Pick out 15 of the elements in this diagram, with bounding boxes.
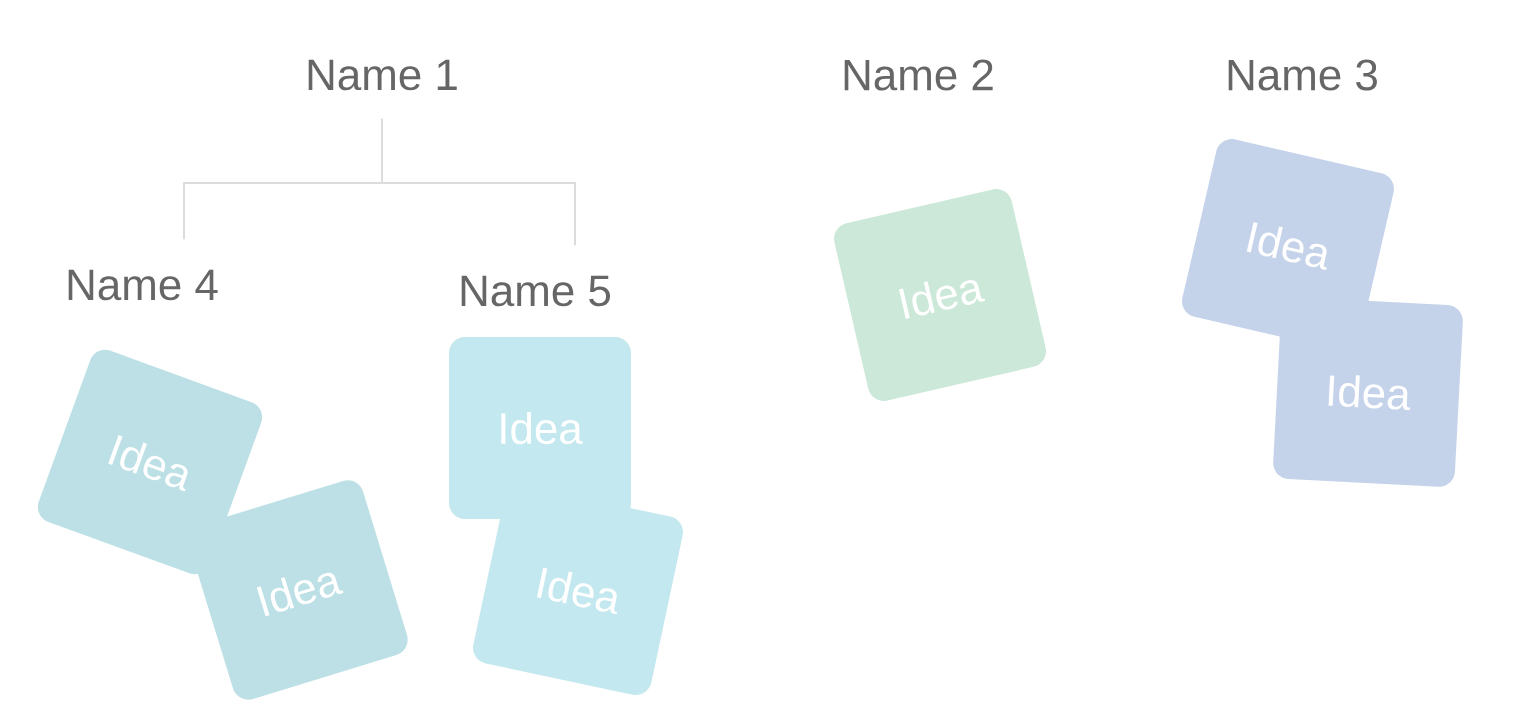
node-label: Idea <box>1328 375 1411 411</box>
connector-line <box>381 117 576 247</box>
name-label: Name 5 <box>461 275 611 307</box>
name-label: Name 1 <box>308 59 457 91</box>
name-label: Name 4 <box>68 269 218 301</box>
idea-card: Idea <box>1273 297 1463 487</box>
name-label: Name 2 <box>844 59 993 91</box>
name-label: Name 3 <box>1228 59 1377 91</box>
node-label: Idea <box>536 567 618 615</box>
idea-card: Idea <box>449 337 631 519</box>
idea-card: Idea <box>37 349 263 575</box>
node-label: Idea <box>501 411 583 445</box>
node-label: Idea <box>1246 222 1327 270</box>
idea-card: Idea <box>473 485 683 695</box>
idea-card: Idea <box>188 480 408 700</box>
